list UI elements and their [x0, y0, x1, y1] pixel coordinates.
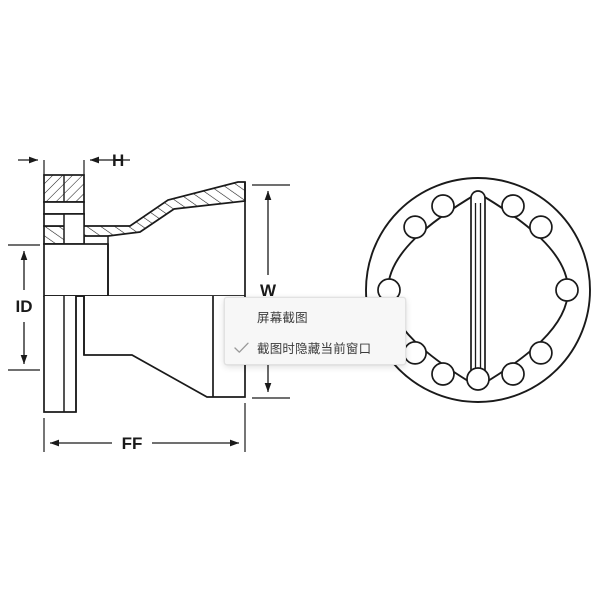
- face-view: [365, 177, 591, 403]
- dimension-label-h: H: [112, 151, 124, 170]
- menu-item-screenshot-label: 屏幕截图: [257, 311, 308, 325]
- dimension-label-w: W: [260, 281, 277, 300]
- menu-item-screenshot[interactable]: 屏幕截图: [225, 301, 405, 332]
- dimension-label-ff: FF: [122, 434, 143, 453]
- bolt-hole: [403, 215, 427, 239]
- context-menu[interactable]: 屏幕截图 截图时隐藏当前窗口: [224, 297, 406, 365]
- section-view: H ID W: [8, 151, 290, 453]
- bolt-hole: [501, 362, 525, 386]
- valve-stem-slot: [470, 190, 486, 390]
- bolt-hole: [529, 215, 553, 239]
- dimension-h: H: [18, 151, 130, 176]
- bolt-hole: [431, 194, 455, 218]
- bolt-hole: [403, 341, 427, 365]
- dimension-ff: FF: [43, 403, 246, 453]
- stem-packing-detail: [43, 174, 85, 245]
- check-icon: [225, 342, 257, 354]
- bolt-holes: [377, 215, 579, 391]
- bolt-hole: [555, 278, 579, 302]
- dimension-id: ID: [8, 244, 40, 371]
- menu-item-hide-window-label: 截图时隐藏当前窗口: [257, 342, 372, 356]
- bolt-hole: [466, 367, 490, 391]
- lower-outline-body: [43, 296, 246, 413]
- bolt-hole: [501, 194, 525, 218]
- dimension-label-id: ID: [16, 297, 33, 316]
- menu-item-hide-window[interactable]: 截图时隐藏当前窗口: [225, 332, 405, 363]
- dimension-w: W: [252, 184, 290, 399]
- bolt-hole: [431, 362, 455, 386]
- bolt-hole: [529, 341, 553, 365]
